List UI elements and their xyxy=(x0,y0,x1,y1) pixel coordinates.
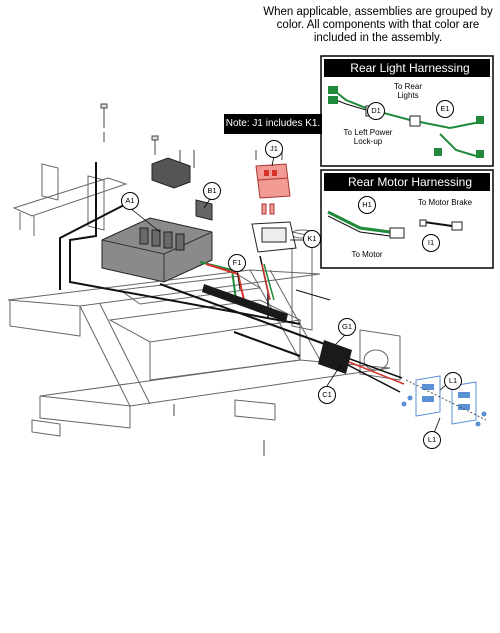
harness-sleeve-g1 xyxy=(318,340,352,374)
callout-f1: F1 xyxy=(228,254,246,272)
callout-l1-bottom: L1 xyxy=(423,431,441,449)
callout-b1: B1 xyxy=(203,182,221,200)
lighting-modules-l1 xyxy=(401,375,487,427)
callout-a1: A1 xyxy=(121,192,139,210)
callout-i1: I1 xyxy=(422,234,440,252)
callout-c1: C1 xyxy=(318,386,336,404)
bolt-hardware-group xyxy=(100,103,283,456)
label-to-left-power: To Left Power Lock-up xyxy=(343,128,393,146)
callout-k1: K1 xyxy=(303,230,321,248)
callout-g1: G1 xyxy=(338,318,356,336)
j1-note: Note: J1 includes K1. xyxy=(224,114,322,134)
callout-j1: J1 xyxy=(265,140,283,158)
bracket-b1 xyxy=(195,199,213,221)
harness-wires xyxy=(59,162,405,393)
assembly-color-note: When applicable, assemblies are grouped … xyxy=(263,6,493,44)
label-to-rear-lights: To Rear Lights xyxy=(393,82,422,100)
callout-h1: H1 xyxy=(358,196,376,214)
controller-cover xyxy=(151,157,191,189)
connector-j1 xyxy=(255,163,291,215)
connector-housing-k1 xyxy=(251,221,297,253)
rear-light-harness-drawing xyxy=(320,55,494,167)
harness-sleeve-f1 xyxy=(202,284,288,322)
label-to-motor: To Motor xyxy=(351,250,383,259)
callout-l1-top: L1 xyxy=(444,372,462,390)
rear-light-panel-title: Rear Light Harnessing xyxy=(350,61,470,75)
rear-motor-panel-title: Rear Motor Harnessing xyxy=(347,175,473,189)
callout-e1: E1 xyxy=(436,100,454,118)
rear-motor-harness-drawing xyxy=(320,169,494,269)
label-to-motor-brake: To Motor Brake xyxy=(417,198,473,207)
callout-d1: D1 xyxy=(367,102,385,120)
controller-module xyxy=(101,217,213,283)
